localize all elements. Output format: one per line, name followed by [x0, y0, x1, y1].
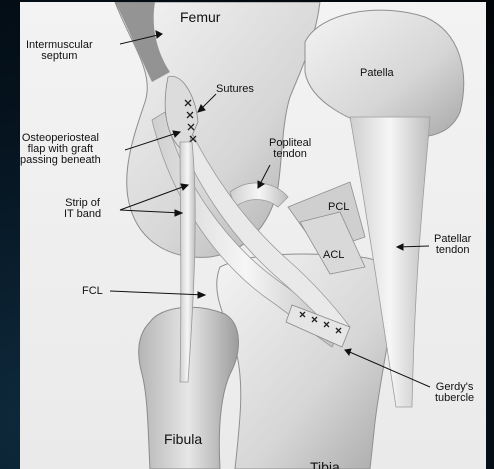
label-fcl: FCL — [82, 286, 103, 297]
label-gerdys-tubercle: Gerdy's tubercle — [435, 382, 474, 404]
knee-anatomy-illustration: Femur Intermuscular septum Sutures Patel… — [20, 2, 486, 469]
label-tibia: Tibia — [310, 460, 340, 469]
label-osteoperiosteal-flap: Osteoperiosteal flap with graft passing … — [20, 133, 101, 166]
label-pcl: PCL — [328, 202, 349, 213]
label-fibula: Fibula — [164, 432, 202, 446]
label-strip-of-it-band: Strip of IT band — [64, 198, 101, 220]
label-popliteal-tendon: Popliteal tendon — [269, 138, 311, 160]
label-intermuscular-septum: Intermuscular septum — [26, 40, 93, 62]
label-patella: Patella — [360, 68, 394, 79]
label-acl: ACL — [323, 250, 344, 261]
label-patellar-tendon: Patellar tendon — [434, 234, 471, 256]
knee-drawing — [20, 2, 486, 469]
label-sutures: Sutures — [216, 84, 254, 95]
label-femur: Femur — [180, 10, 220, 24]
